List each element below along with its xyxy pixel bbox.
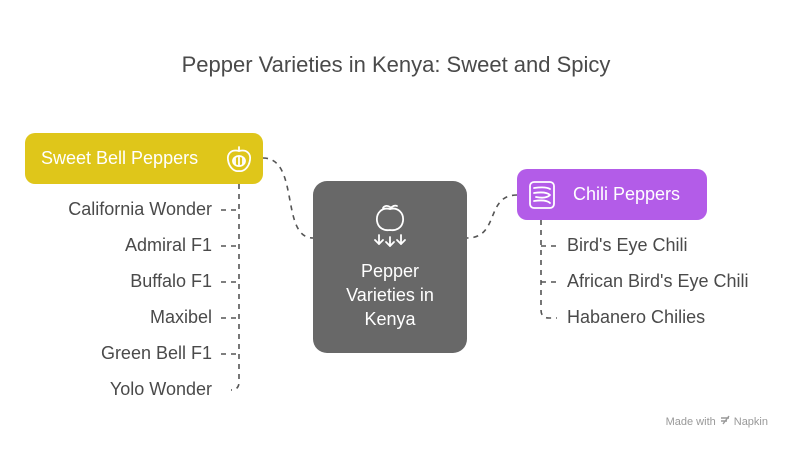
branch-sweet-bell-peppers: Sweet Bell Peppers: [25, 133, 263, 184]
leaf-habanero-chilies: Habanero Chilies: [567, 307, 706, 327]
leaf-green-bell-f1: Green Bell F1: [100, 343, 212, 363]
right-spine: [540, 220, 557, 319]
center-node: Pepper Varieties in Kenya: [313, 181, 467, 353]
branch-label: Sweet Bell Peppers: [41, 148, 199, 168]
leaf-admiral-f1: Admiral F1: [124, 235, 212, 255]
leaf-birds-eye-chili: Bird's Eye Chili: [567, 235, 688, 255]
leaf-maxibel: Maxibel: [149, 307, 212, 327]
leaf-african-birds-eye-chili: African Bird's Eye Chili: [567, 271, 749, 291]
footer-brand: Napkin: [733, 415, 768, 428]
leaf-buffalo-f1: Buffalo F1: [130, 271, 212, 291]
connector-chili-to-center: [466, 194, 518, 239]
leaf-yolo-wonder: Yolo Wonder: [109, 379, 212, 399]
pepper-harvest-icon: [365, 201, 415, 256]
left-spine: [230, 184, 240, 391]
diagram-title: Pepper Varieties in Kenya: Sweet and Spi…: [181, 52, 611, 77]
connector-sweet-to-center: [262, 157, 314, 239]
leaf-california-wonder: California Wonder: [68, 199, 212, 219]
branch-label: Chili Peppers: [573, 184, 681, 204]
chili-pepper-icon: [527, 179, 557, 216]
made-with-napkin[interactable]: Made with Napkin: [666, 415, 768, 428]
bell-pepper-icon: [224, 143, 254, 180]
center-label: Pepper Varieties in Kenya: [346, 261, 434, 329]
branch-chili-peppers: Chili Peppers: [517, 169, 707, 220]
napkin-logo-icon: [720, 415, 730, 428]
footer-text: Made with: [665, 415, 716, 428]
